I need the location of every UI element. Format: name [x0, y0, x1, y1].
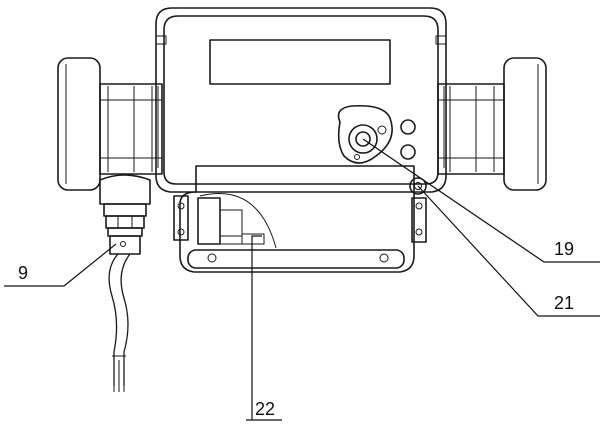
- left-flange: [57, 57, 101, 191]
- cable-gland: [99, 174, 151, 255]
- button-recess: [337, 104, 393, 164]
- leader-9: [4, 243, 117, 287]
- indicator-small: [377, 125, 387, 135]
- gland-nut: [105, 215, 145, 229]
- right-bracket: [411, 197, 427, 243]
- callout-19: 19: [554, 239, 574, 259]
- callout-21: 21: [554, 293, 574, 313]
- lower-compartment: [173, 165, 427, 273]
- callout-22: 22: [255, 399, 275, 419]
- control-area: [337, 104, 416, 164]
- internal-module: [197, 197, 221, 245]
- pipe-body: [57, 57, 547, 191]
- leader-22: [251, 235, 262, 420]
- leader-lines: [4, 138, 600, 421]
- meter-housing: [155, 7, 447, 193]
- leader-19: [362, 138, 600, 263]
- signal-cable: [108, 253, 131, 392]
- right-flange: [503, 57, 547, 191]
- indicator-bottom: [400, 144, 416, 160]
- leader-21: [417, 185, 600, 317]
- left-bracket: [173, 195, 189, 241]
- main-button: [348, 124, 378, 154]
- bottom-rail: [187, 249, 405, 269]
- cutaway-edge: [199, 193, 277, 249]
- gland-cap: [109, 235, 141, 255]
- lcd-window: [209, 39, 391, 85]
- gland-seal: [107, 227, 143, 237]
- main-button-center: [355, 131, 371, 147]
- indicator-top: [400, 119, 416, 135]
- callout-9: 9: [18, 263, 28, 283]
- hinge-latch: [409, 177, 427, 195]
- left-pipe: [99, 83, 163, 175]
